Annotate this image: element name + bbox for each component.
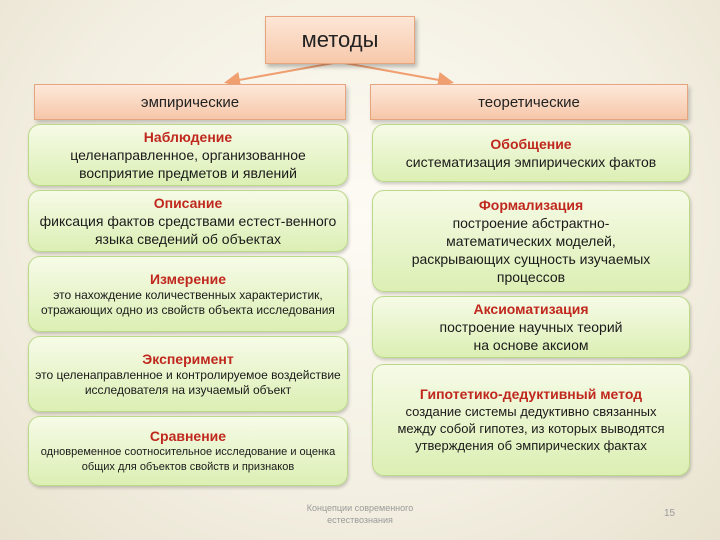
arrow-to-theoretical — [338, 61, 454, 88]
root-label: методы — [301, 27, 379, 52]
empirical-header: эмпирические — [34, 84, 346, 120]
empirical-item-title: Наблюдение — [143, 128, 233, 145]
empirical-item-title: Описание — [153, 194, 223, 211]
theoretical-header-label: теоретические — [478, 93, 580, 111]
theoretical-item-title: Обобщение — [490, 135, 572, 152]
theoretical-item-generalization: Обобщение систематизация эмпирических фа… — [372, 124, 690, 182]
empirical-item-text: одновременное соотносительное исследован… — [40, 445, 336, 473]
theoretical-item-text: систематизация эмпирических фактов — [405, 153, 657, 170]
empirical-item-text: целенаправленное, организованное восприя… — [70, 146, 306, 181]
theoretical-item-axiomatization: Аксиоматизация построение научных теорий… — [372, 296, 690, 358]
page-number: 15 — [664, 508, 676, 519]
empirical-item-experiment: Эксперимент это целенаправленное и контр… — [28, 336, 348, 412]
theoretical-item-text: построение абстрактно-математических мод… — [411, 214, 651, 285]
empirical-item-title: Сравнение — [149, 427, 227, 444]
theoretical-item-text: построение научных теорий на основе акси… — [439, 318, 623, 353]
empirical-item-text: это нахождение количественных характерис… — [41, 287, 335, 317]
theoretical-item-title: Аксиоматизация — [473, 300, 589, 317]
theoretical-item-text: создание системы дедуктивно связанных ме… — [397, 404, 665, 453]
methods-root-box: методы — [265, 16, 415, 64]
theoretical-header: теоретические — [370, 84, 688, 120]
theoretical-item-title: Формализация — [478, 196, 584, 213]
empirical-header-label: эмпирические — [140, 93, 240, 111]
theoretical-item-hypothetico-deductive: Гипотетико-дедуктивный метод создание си… — [372, 364, 690, 476]
arrow-to-empirical — [224, 61, 340, 88]
empirical-item-text: фиксация фактов средствами естест-венног… — [39, 212, 337, 247]
footer-course-title: Концепции современного естествознания — [306, 503, 414, 525]
empirical-item-text: это целенаправленное и контролируемое во… — [35, 367, 341, 397]
empirical-item-observation: Наблюдение целенаправленное, организован… — [28, 124, 348, 186]
empirical-item-comparison: Сравнение одновременное соотносительное … — [28, 416, 348, 486]
theoretical-item-formalization: Формализация построение абстрактно-матем… — [372, 190, 690, 292]
theoretical-item-title: Гипотетико-дедуктивный метод — [419, 386, 643, 402]
empirical-item-title: Эксперимент — [142, 350, 234, 367]
empirical-item-measurement: Измерение это нахождение количественных … — [28, 256, 348, 332]
empirical-item-title: Измерение — [149, 270, 226, 287]
empirical-item-description: Описание фиксация фактов средствами есте… — [28, 190, 348, 252]
